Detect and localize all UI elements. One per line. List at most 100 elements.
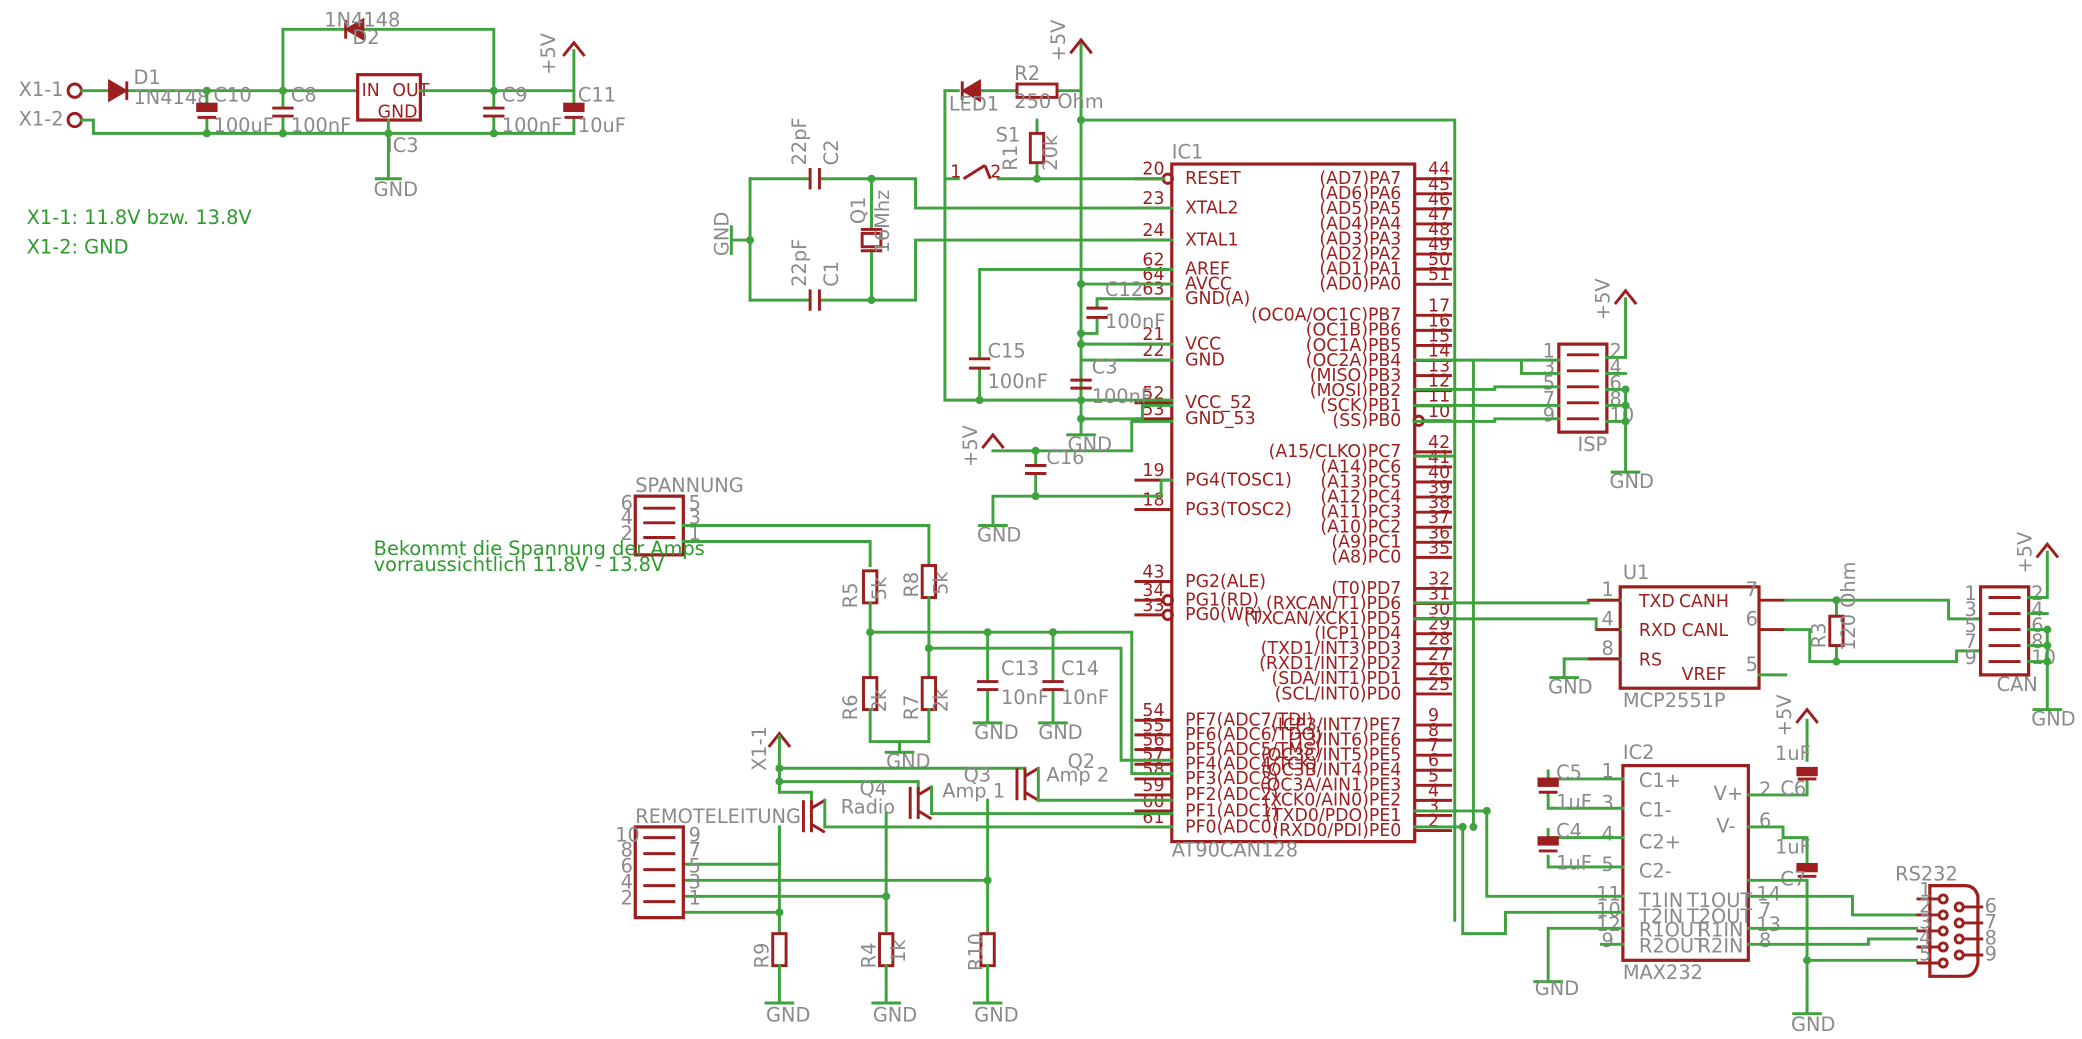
c14-gnd: GND bbox=[1038, 721, 1082, 744]
c10-label: C10 bbox=[214, 83, 252, 106]
ic1-pin-8: 8 (T3/INT6)PE6 bbox=[1288, 721, 1453, 750]
ic1-pin-label: VCC_52 bbox=[1185, 393, 1252, 413]
svg-text:7: 7 bbox=[1965, 630, 1977, 653]
svg-text:2: 2 bbox=[621, 886, 633, 909]
ic1-pin-45: 45(AD6)PA6 bbox=[1319, 175, 1453, 204]
r9-gnd: GND bbox=[766, 1004, 810, 1027]
ic1-pin-num: 49 bbox=[1428, 235, 1450, 255]
ic1-pin-32: 32(T0)PD7 bbox=[1331, 569, 1453, 599]
svg-text:6: 6 bbox=[1759, 809, 1771, 832]
x1-1-arrow bbox=[767, 731, 792, 748]
svg-text:1: 1 bbox=[1965, 582, 1977, 605]
svg-text:3: 3 bbox=[1919, 910, 1931, 933]
ic1-pin-num: 51 bbox=[1428, 265, 1450, 285]
ic1-pin-label: (ICP1)PD4 bbox=[1314, 624, 1401, 644]
svg-text:5: 5 bbox=[1746, 653, 1758, 676]
ic1-pin-num: 7 bbox=[1428, 736, 1439, 756]
ic1-body bbox=[1170, 162, 1417, 844]
r1-label: R1 bbox=[999, 145, 1022, 171]
can-vcc: +5V bbox=[2013, 531, 2036, 573]
r4-label: R4 bbox=[858, 943, 881, 969]
ic1-pin-num: 27 bbox=[1428, 645, 1450, 665]
ic1-pin-num: 12 bbox=[1428, 372, 1450, 392]
d2-value: 1N4148 bbox=[324, 9, 400, 32]
ic1-pin-41: 41(A14)PC6 bbox=[1320, 448, 1453, 477]
vcc-arrow bbox=[562, 40, 586, 57]
svg-text:6: 6 bbox=[621, 492, 633, 515]
svg-text:6: 6 bbox=[621, 854, 633, 877]
ic1-pin-num: 50 bbox=[1428, 250, 1450, 270]
u1-rs: RS bbox=[1639, 651, 1662, 671]
ic1-pin-48: 48(AD3)PA3 bbox=[1319, 220, 1453, 249]
ic1-pin-num: 40 bbox=[1428, 463, 1450, 483]
ic1-pin-num: 22 bbox=[1142, 341, 1164, 361]
ic1-pin-num: 14 bbox=[1428, 342, 1450, 362]
ic1-pin-num: 43 bbox=[1142, 563, 1164, 583]
r3-label: R3 bbox=[1808, 622, 1831, 648]
ic1-pin-num: 44 bbox=[1428, 160, 1450, 180]
ic1-pin-label: (OC0A/OC1C)PB7 bbox=[1251, 306, 1401, 326]
ic1-pin-num: 45 bbox=[1428, 175, 1450, 195]
q4-value: Radio bbox=[841, 796, 895, 819]
r4-value: 1k bbox=[887, 939, 910, 963]
c3-value: 100nF bbox=[1092, 385, 1152, 408]
ic2-t2out: T2OUT bbox=[1686, 905, 1752, 928]
ic1-pin-num: 24 bbox=[1142, 221, 1164, 241]
decoupling-gnd: GND bbox=[1068, 433, 1112, 456]
ic1-pin-label: (A11)PC3 bbox=[1320, 503, 1401, 523]
q4-label: Q4 bbox=[859, 777, 887, 800]
isp-label: ISP bbox=[1578, 433, 1608, 456]
ic1-pin-num: 4 bbox=[1428, 781, 1439, 801]
ic1-pin-label: PF3(ADC3) bbox=[1185, 769, 1278, 789]
c15-label: C15 bbox=[988, 339, 1026, 362]
remote-connector bbox=[633, 825, 685, 920]
q1-value: 16Mhz bbox=[871, 190, 894, 254]
s1-switch[interactable] bbox=[962, 164, 992, 180]
svg-text:11: 11 bbox=[1596, 882, 1621, 905]
ic2-t1in: T1IN bbox=[1638, 889, 1683, 912]
x1-2-label: X1-2 bbox=[19, 107, 64, 130]
q2-transistor bbox=[1015, 766, 1040, 802]
ic1-pin-num: 62 bbox=[1142, 250, 1164, 270]
ic1-pin-label: PG4(TOSC1) bbox=[1185, 470, 1292, 490]
ic1-pin-label: (T3/INT6)PE6 bbox=[1288, 730, 1401, 750]
ic1-pin-label: (MISO)PB3 bbox=[1310, 366, 1402, 386]
ic1-pin-num: 41 bbox=[1428, 448, 1450, 468]
spannung-header: SPANNUNG bbox=[635, 474, 743, 497]
svg-text:10: 10 bbox=[1596, 898, 1621, 921]
svg-text:1: 1 bbox=[1543, 339, 1555, 362]
u1-vref: VREF bbox=[1682, 665, 1727, 685]
ic1-pin-num: 5 bbox=[1428, 766, 1439, 786]
ic2-t1out: T1OUT bbox=[1686, 889, 1752, 912]
ic1-pin-label: VCC bbox=[1185, 334, 1221, 354]
ic1-pin-13: 13(MISO)PB3 bbox=[1310, 357, 1453, 386]
ic1-pin-num: 15 bbox=[1428, 326, 1450, 346]
ic1-pin-label: AREF bbox=[1185, 260, 1230, 280]
svg-text:8: 8 bbox=[1985, 926, 1997, 949]
ic2-body bbox=[1621, 763, 1750, 962]
r5-value: 5k bbox=[868, 576, 891, 600]
ic1-pin-num: 8 bbox=[1428, 721, 1439, 741]
svg-text:1: 1 bbox=[950, 162, 961, 182]
c16-label: C16 bbox=[1046, 446, 1084, 469]
ic1-pin-label: (A15/CLKO)PC7 bbox=[1269, 442, 1402, 462]
svg-text:9: 9 bbox=[689, 824, 701, 847]
ic1-pin-label: PF6(ADC6/TDO) bbox=[1185, 725, 1322, 745]
ic2-c2m: C2- bbox=[1639, 860, 1672, 883]
q1-label: Q1 bbox=[847, 197, 870, 225]
ic1-pin-label: XTAL1 bbox=[1185, 230, 1238, 250]
ic1-pin-label: PF4(ADC4/TCK) bbox=[1185, 755, 1317, 775]
u1-canh: CANH bbox=[1679, 592, 1729, 612]
ic1-pin-9: 9(ICP3/INT7)PE7 bbox=[1271, 706, 1453, 735]
c1-label: C1 bbox=[820, 261, 843, 287]
power-supply: X1-1 X1-2 D1 1N4148 C10 100uF C8 100nF 1… bbox=[19, 9, 626, 259]
u1-body bbox=[1618, 585, 1761, 690]
can-label: CAN bbox=[1997, 673, 2038, 696]
c10-value: 100uF bbox=[214, 114, 274, 137]
ic1-pin-37: 37(A10)PC2 bbox=[1320, 508, 1453, 538]
